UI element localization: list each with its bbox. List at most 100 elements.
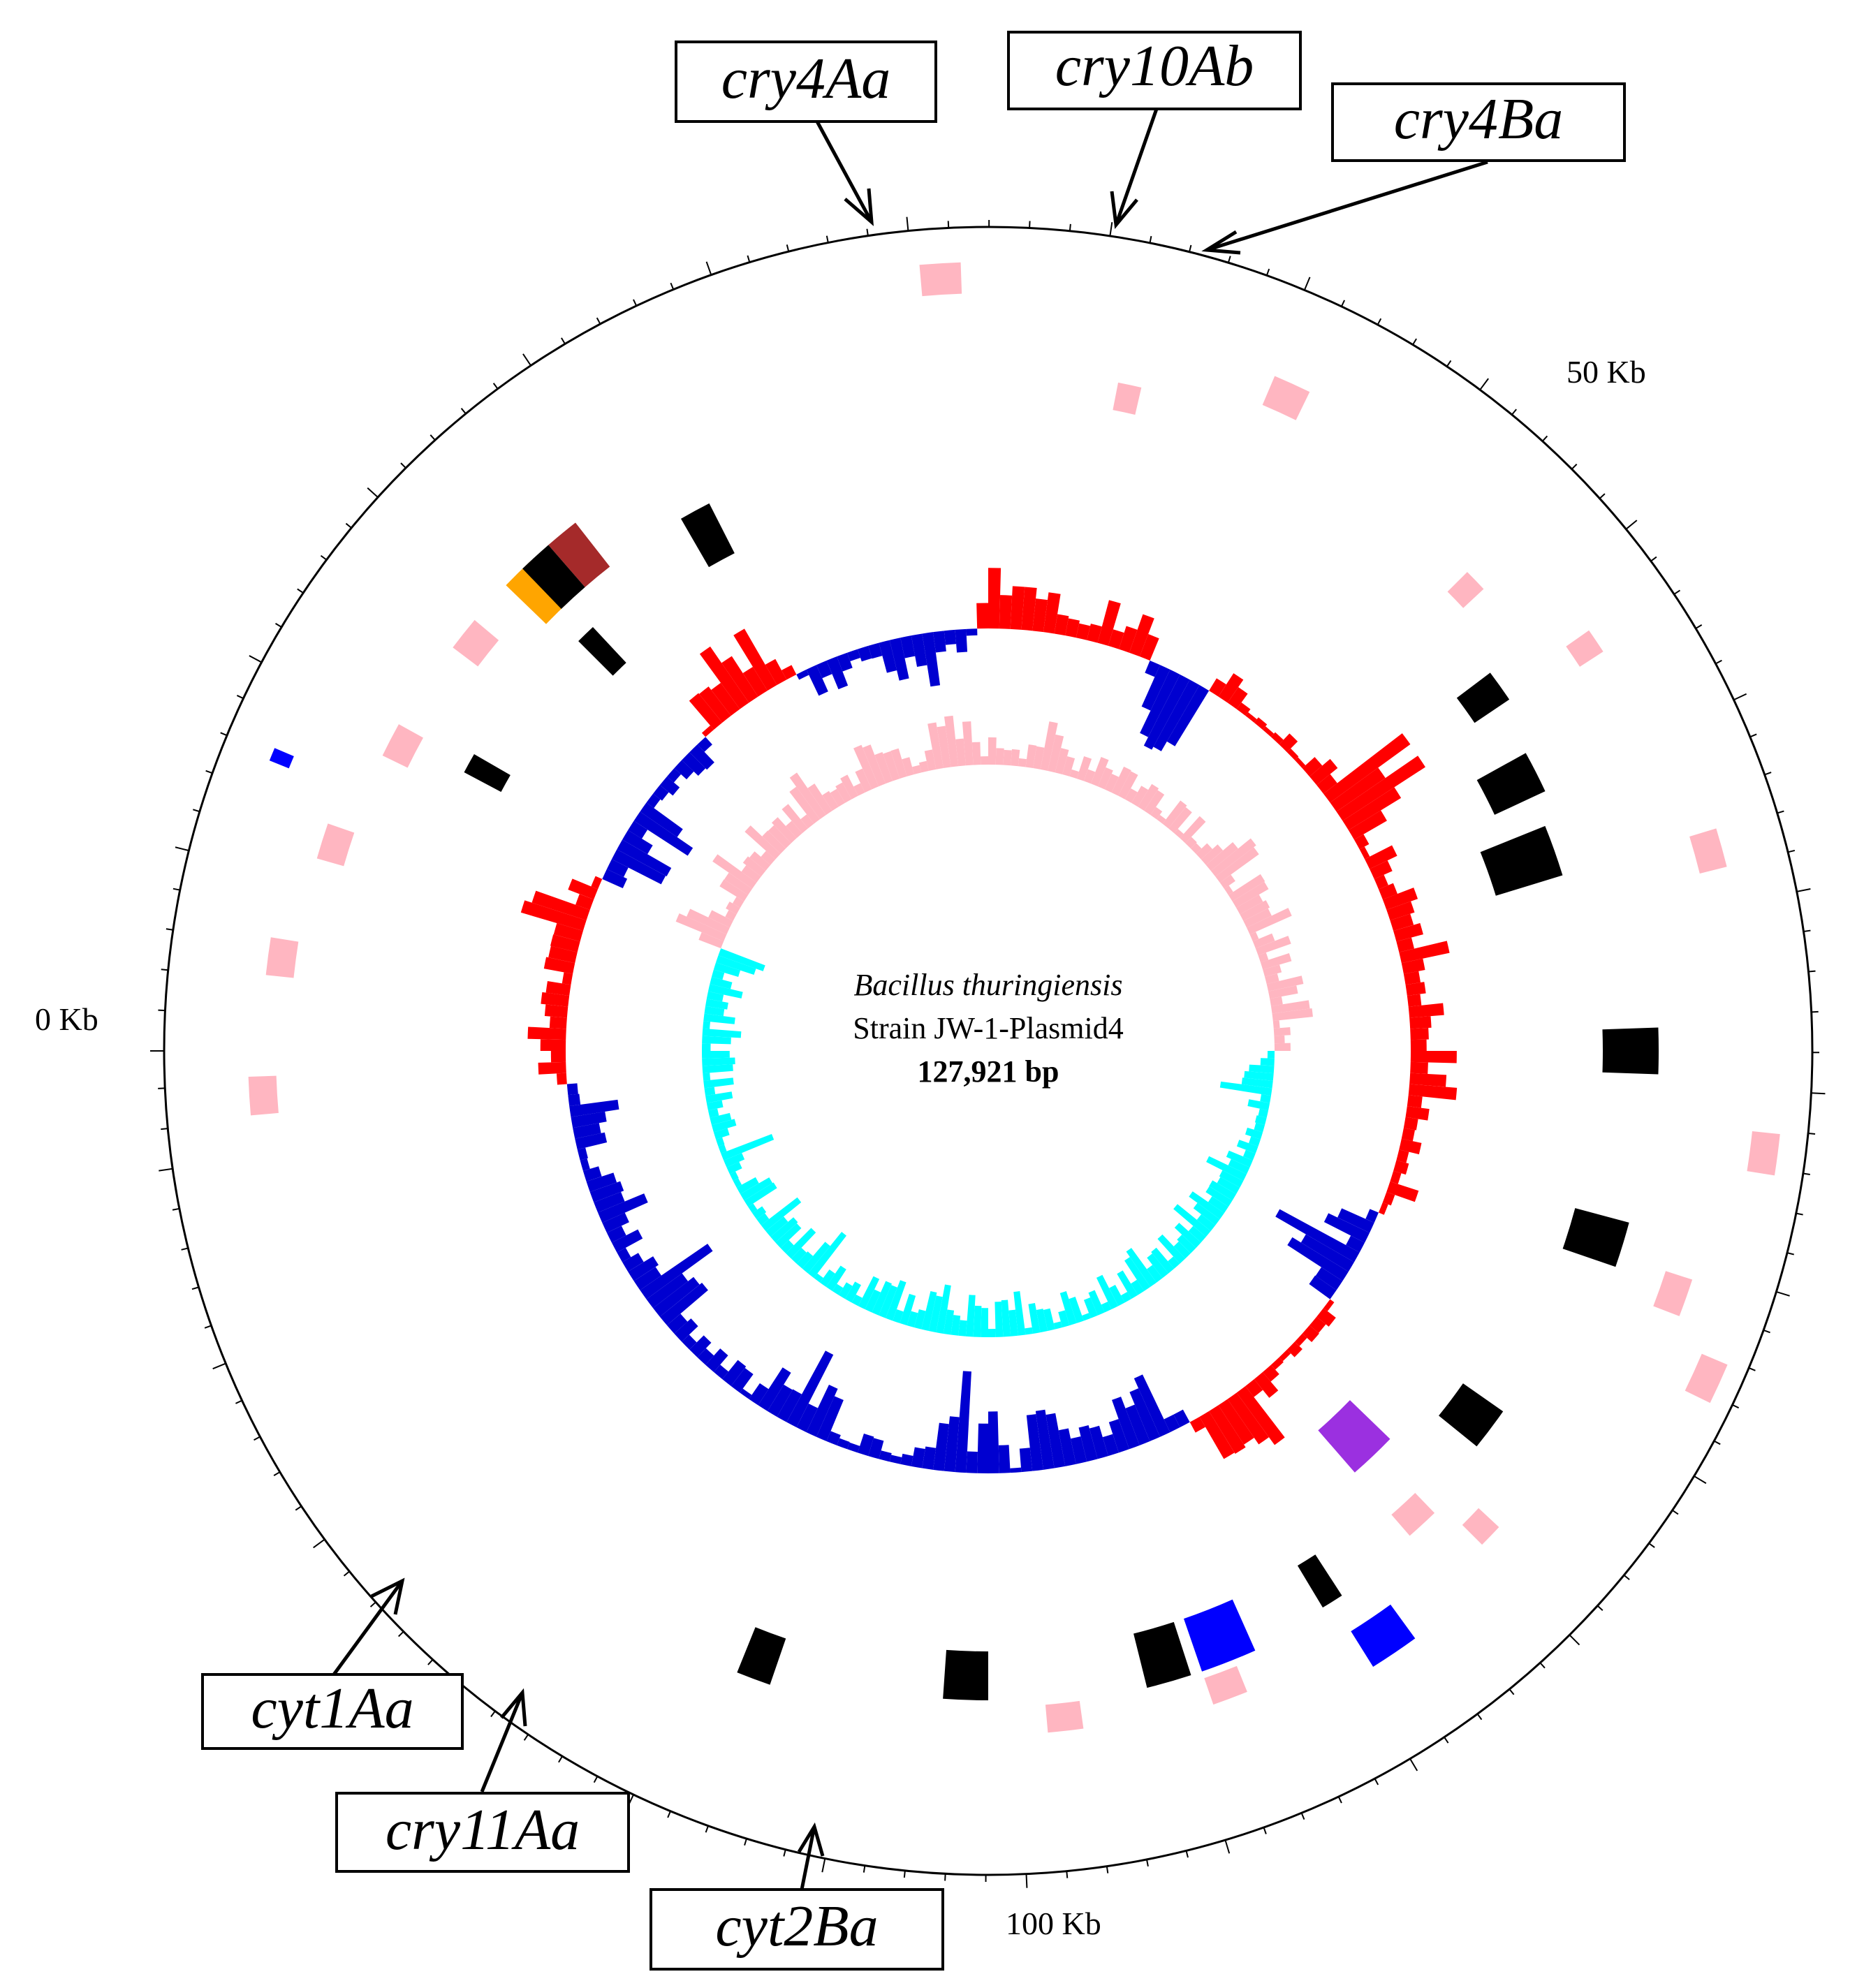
gc-skew-bar [761,1197,802,1232]
gc-skew-bar [796,1251,814,1269]
gc-content-bar [1370,860,1393,879]
gc-skew-bar [1173,1241,1191,1259]
gc-skew-bar [712,854,757,889]
gc-skew-bar [1215,847,1259,883]
gc-skew-bar [1274,1035,1285,1044]
scale-tick [1224,1839,1231,1854]
feature-block [1113,382,1142,415]
gc-skew-bar [879,1285,897,1318]
gc-skew-bar [1111,766,1131,796]
gc-skew-bar [706,991,724,1002]
gc-content-bar [1076,623,1091,640]
callout-box [650,1888,944,1971]
gc-skew-bar [1124,788,1138,803]
feature-block [919,262,962,297]
gc-skew-bar [1121,1292,1131,1303]
gc-skew-bar [1196,1214,1216,1232]
gc-content-bar [602,1212,629,1233]
gc-skew-bar [1188,1225,1206,1243]
gc-skew-bar [1236,1140,1258,1154]
gc-content-bar [786,1350,834,1428]
gc-skew-bar [786,820,802,839]
gc-content-bar [1405,982,1426,996]
feature-block [265,937,299,978]
scale-tick [1106,1866,1109,1873]
gc-skew-bar [1109,1285,1125,1306]
scale-tick [633,299,638,307]
scale-tick [744,1838,747,1846]
gc-skew-bar [1003,749,1012,766]
gc-skew-bar [1097,767,1113,790]
gc-content-bar [806,1385,838,1437]
gc-skew-bar [675,913,727,942]
gc-skew-bar [971,742,981,765]
scale-tick [172,1207,180,1211]
gc-content-bar [577,1147,588,1161]
gc-content-bar [1236,702,1251,716]
gc-content-bar [1245,1379,1263,1397]
gc-content-bar [1112,1397,1140,1450]
scale-tick [1776,1290,1790,1297]
scale-tick [295,1505,302,1511]
callout-cry4Ba: cry4Ba [1201,82,1626,255]
gc-content-bar [1396,937,1414,952]
gc-skew-bar [838,1282,853,1299]
scale-tick [523,1734,529,1741]
gc-content-bar [548,945,578,964]
gc-content-bar [1262,726,1275,737]
gc-skew-bar [1242,1149,1256,1161]
gc-skew-bar [1168,807,1192,834]
gc-content-bar [999,595,1013,629]
scale-tick [1764,772,1772,776]
gc-content-bar [575,894,594,911]
gc-content-bar [998,1445,1011,1473]
gc-skew-bar [1263,964,1282,977]
gc-content-bar [1302,1325,1319,1343]
gc-skew-bar [1255,936,1291,956]
scale-tick [205,770,213,774]
scale-tick [1303,277,1311,290]
gc-skew-bar [1168,1256,1180,1269]
gc-content-bar [879,640,897,673]
gc-content-bar [1133,1374,1170,1437]
gc-content-bar [699,646,749,709]
gc-skew-bar [1053,1321,1063,1330]
gc-skew-bar [1240,900,1270,921]
feature-block [548,522,610,587]
callout-arrow [1206,160,1488,252]
gc-skew-bar [832,1283,844,1295]
gc-content-bar [1365,1209,1379,1223]
gc-skew-bar [707,1108,719,1118]
gc-skew-bar [716,955,756,975]
feature-block [464,754,511,793]
gc-content-bar [796,669,809,680]
scale-tick [1337,1796,1342,1804]
gc-content-bar [653,1276,700,1317]
gc-skew-bar [907,1311,918,1328]
feature-block [1297,1554,1342,1608]
gc-skew-bar [855,768,872,793]
scale-tick [1377,318,1382,325]
scale-tick [460,408,467,415]
gc-content-bar [1287,1237,1349,1281]
gc-content-bar [826,1431,841,1445]
feature-block [1462,1508,1499,1545]
gc-content-bar [977,1423,988,1473]
gc-content-bar [622,1253,644,1272]
gc-content-bar [1382,1191,1395,1206]
callout-label: cyt1Aa [251,1676,413,1741]
gc-skew-bar [724,1153,745,1168]
scale-tick [1029,221,1031,228]
gc-skew-bar [835,782,852,803]
gc-content-bar [1330,767,1386,812]
gc-skew-bar [1267,1051,1275,1059]
gc-skew-bar [1244,1070,1274,1081]
gc-content-bar [633,1267,661,1290]
feature-block [248,1075,279,1116]
gc-content-bar [611,849,666,885]
scale-tick [596,317,601,325]
gc-skew-bar [718,1144,727,1154]
gc-content-bar [573,1123,601,1139]
scale-tick [1694,1475,1707,1485]
gc-content-bar [1199,1411,1235,1459]
